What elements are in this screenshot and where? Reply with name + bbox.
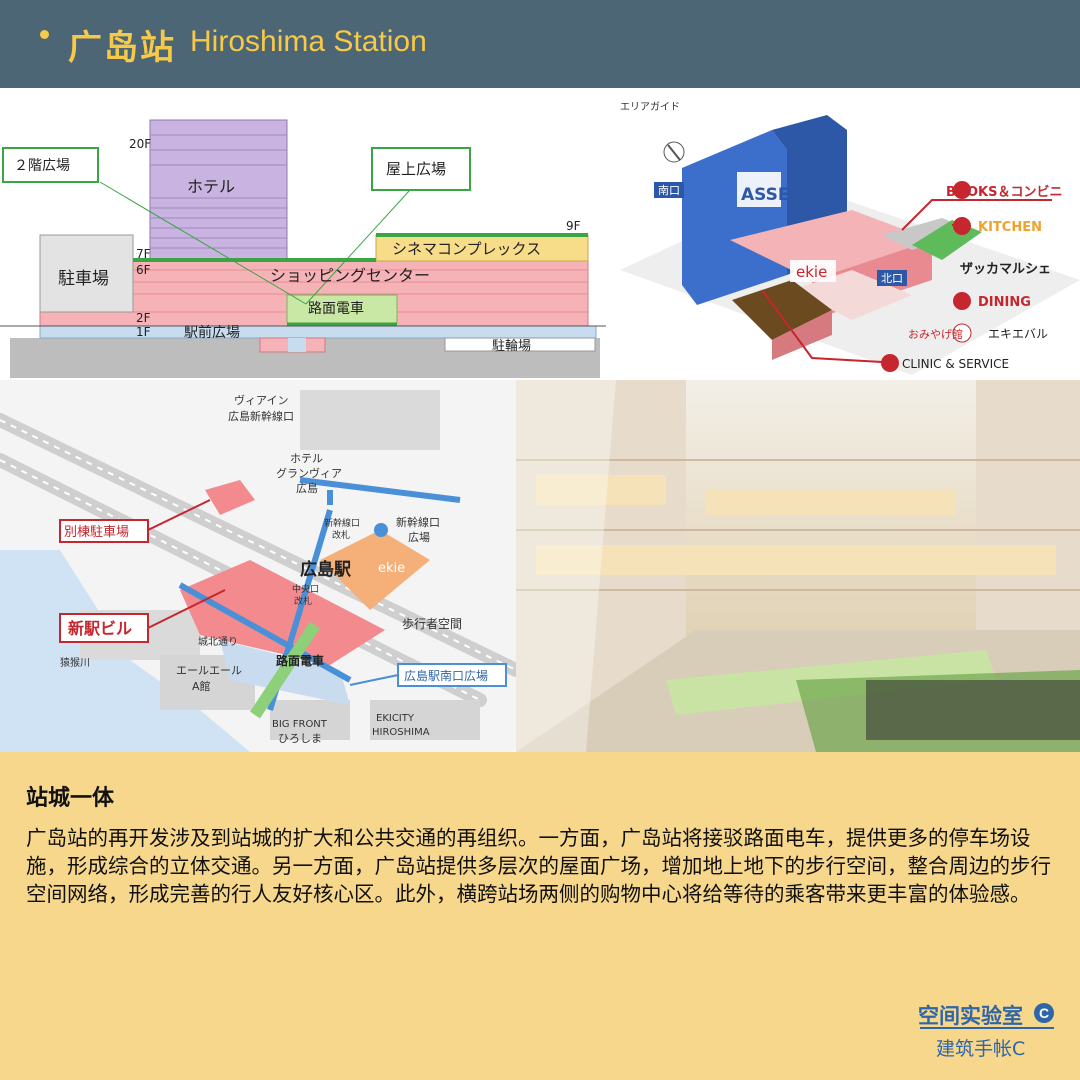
- rooftop-label: 屋上広場: [386, 160, 446, 178]
- floor-2f-label: 2F: [136, 311, 151, 325]
- kitchen-label: KITCHEN: [978, 220, 1042, 235]
- bullet-icon: [40, 30, 49, 39]
- clinic-label: CLINIC & SERVICE: [902, 357, 1009, 371]
- ekicity-label: EKICITY: [376, 713, 415, 724]
- ekibaru-label: エキエバル: [988, 327, 1048, 341]
- page-title-en: Hiroshima Station: [190, 25, 427, 58]
- brand-subtitle: 建筑手帐C: [936, 1038, 1026, 1060]
- dining-label: DINING: [978, 295, 1031, 310]
- floor-20f-label: 20F: [129, 137, 151, 151]
- south-plaza-label: 広島駅南口広場: [404, 668, 488, 683]
- shinkansen-plaza-label-2: 広場: [408, 531, 430, 544]
- station-label: 広島駅: [300, 559, 352, 580]
- ekicity-label-2: HIROSHIMA: [372, 727, 430, 738]
- bigfront-label-2: ひろしま: [278, 732, 322, 745]
- bicycle-label: 駐輪場: [492, 338, 531, 354]
- floor-6f-label: 6F: [136, 263, 151, 277]
- ekie-map-label: ekie: [378, 561, 405, 576]
- front-plaza-label: 駅前広場: [184, 324, 240, 341]
- shinkansen-gate-label: 新幹線口: [324, 517, 360, 529]
- shinkansen-plaza-label: 新幹線口: [396, 515, 440, 529]
- section-heading: 站城一体: [26, 786, 115, 811]
- zakka-label: ザッカマルシェ: [960, 262, 1051, 277]
- brand-badge-icon: C: [1034, 1003, 1054, 1023]
- books-label: BOOKS＆コンビニ: [946, 184, 1062, 200]
- floor-9f-label: 9F: [566, 219, 581, 233]
- central-gate-label-2: 改札: [294, 595, 312, 607]
- asse-logo: ASSE: [741, 185, 790, 205]
- floor-7f-label: 7F: [136, 247, 151, 261]
- central-gate-label: 中央口: [292, 583, 319, 595]
- ale-label-2: A館: [192, 679, 211, 693]
- floor-1f-label: 1F: [136, 325, 151, 339]
- description-panel: 站城一体 广岛站的再开发涉及到站城的扩大和公共交通的再组织。一方面，广岛站将接驳…: [0, 752, 1080, 1080]
- header-bar: 广岛站 Hiroshima Station: [0, 0, 1080, 88]
- parking-label: 駐車場: [58, 269, 109, 289]
- description-paragraph: 广岛站的再开发涉及到站城的扩大和公共交通的再组织。一方面，广岛站将接驳路面电车，…: [26, 826, 1051, 906]
- brand-name: 空间实验室: [918, 1004, 1023, 1028]
- hotel-granvia-label-3: 広島: [296, 481, 318, 495]
- tram-label: 路面電車: [308, 300, 364, 317]
- johoku-label: 城北通り: [198, 636, 238, 648]
- hotel-label: ホテル: [187, 177, 235, 196]
- brand-divider: [920, 1027, 1054, 1029]
- pedestrian-label: 歩行者空間: [402, 616, 462, 631]
- area-guide-diagram: エリアガイド 南口 北口 ASSE ekie BOOKS＆コンビニ KITCHE…: [612, 90, 1080, 380]
- cinema-label: シネマコンプレックス: [392, 240, 541, 258]
- annex-parking-label: 別棟駐車場: [64, 525, 129, 540]
- hotel-granvia-label-2: グランヴィア: [276, 466, 342, 480]
- page-title-cn: 广岛站: [68, 28, 176, 68]
- omiyage-label: おみやげ館: [908, 327, 963, 341]
- tram-map-label: 路面電車: [276, 653, 324, 668]
- shopping-label: ショッピングセンター: [270, 266, 430, 285]
- shinkansen-gate-label-2: 改札: [332, 529, 350, 541]
- sarugaku-label: 猿猴川: [60, 656, 90, 669]
- new-building-label: 新駅ビル: [68, 619, 132, 638]
- south-exit-tag: 南口: [658, 184, 680, 197]
- site-map: ヴィアイン 広島新幹線口 ホテル グランヴィア 広島 別棟駐車場 新幹線口 改札…: [0, 380, 516, 752]
- via-inn-label: ヴィアイン: [234, 393, 288, 407]
- area-guide-title: エリアガイド: [620, 101, 680, 113]
- station-interior-rendering: [516, 380, 1080, 752]
- bigfront-label: BIG FRONT: [272, 719, 328, 730]
- section-diagram: 20F 9F 7F 6F 2F 1F ホテル ２階広場 屋上広場 シネマコンプレ…: [0, 90, 612, 380]
- via-inn-label-2: 広島新幹線口: [228, 409, 294, 423]
- plaza-2f-label: ２階広場: [14, 158, 70, 174]
- hotel-granvia-label: ホテル: [290, 452, 323, 465]
- north-exit-tag: 北口: [881, 272, 903, 285]
- ekie-logo: ekie: [796, 263, 827, 281]
- ale-label: エールエール: [176, 664, 242, 677]
